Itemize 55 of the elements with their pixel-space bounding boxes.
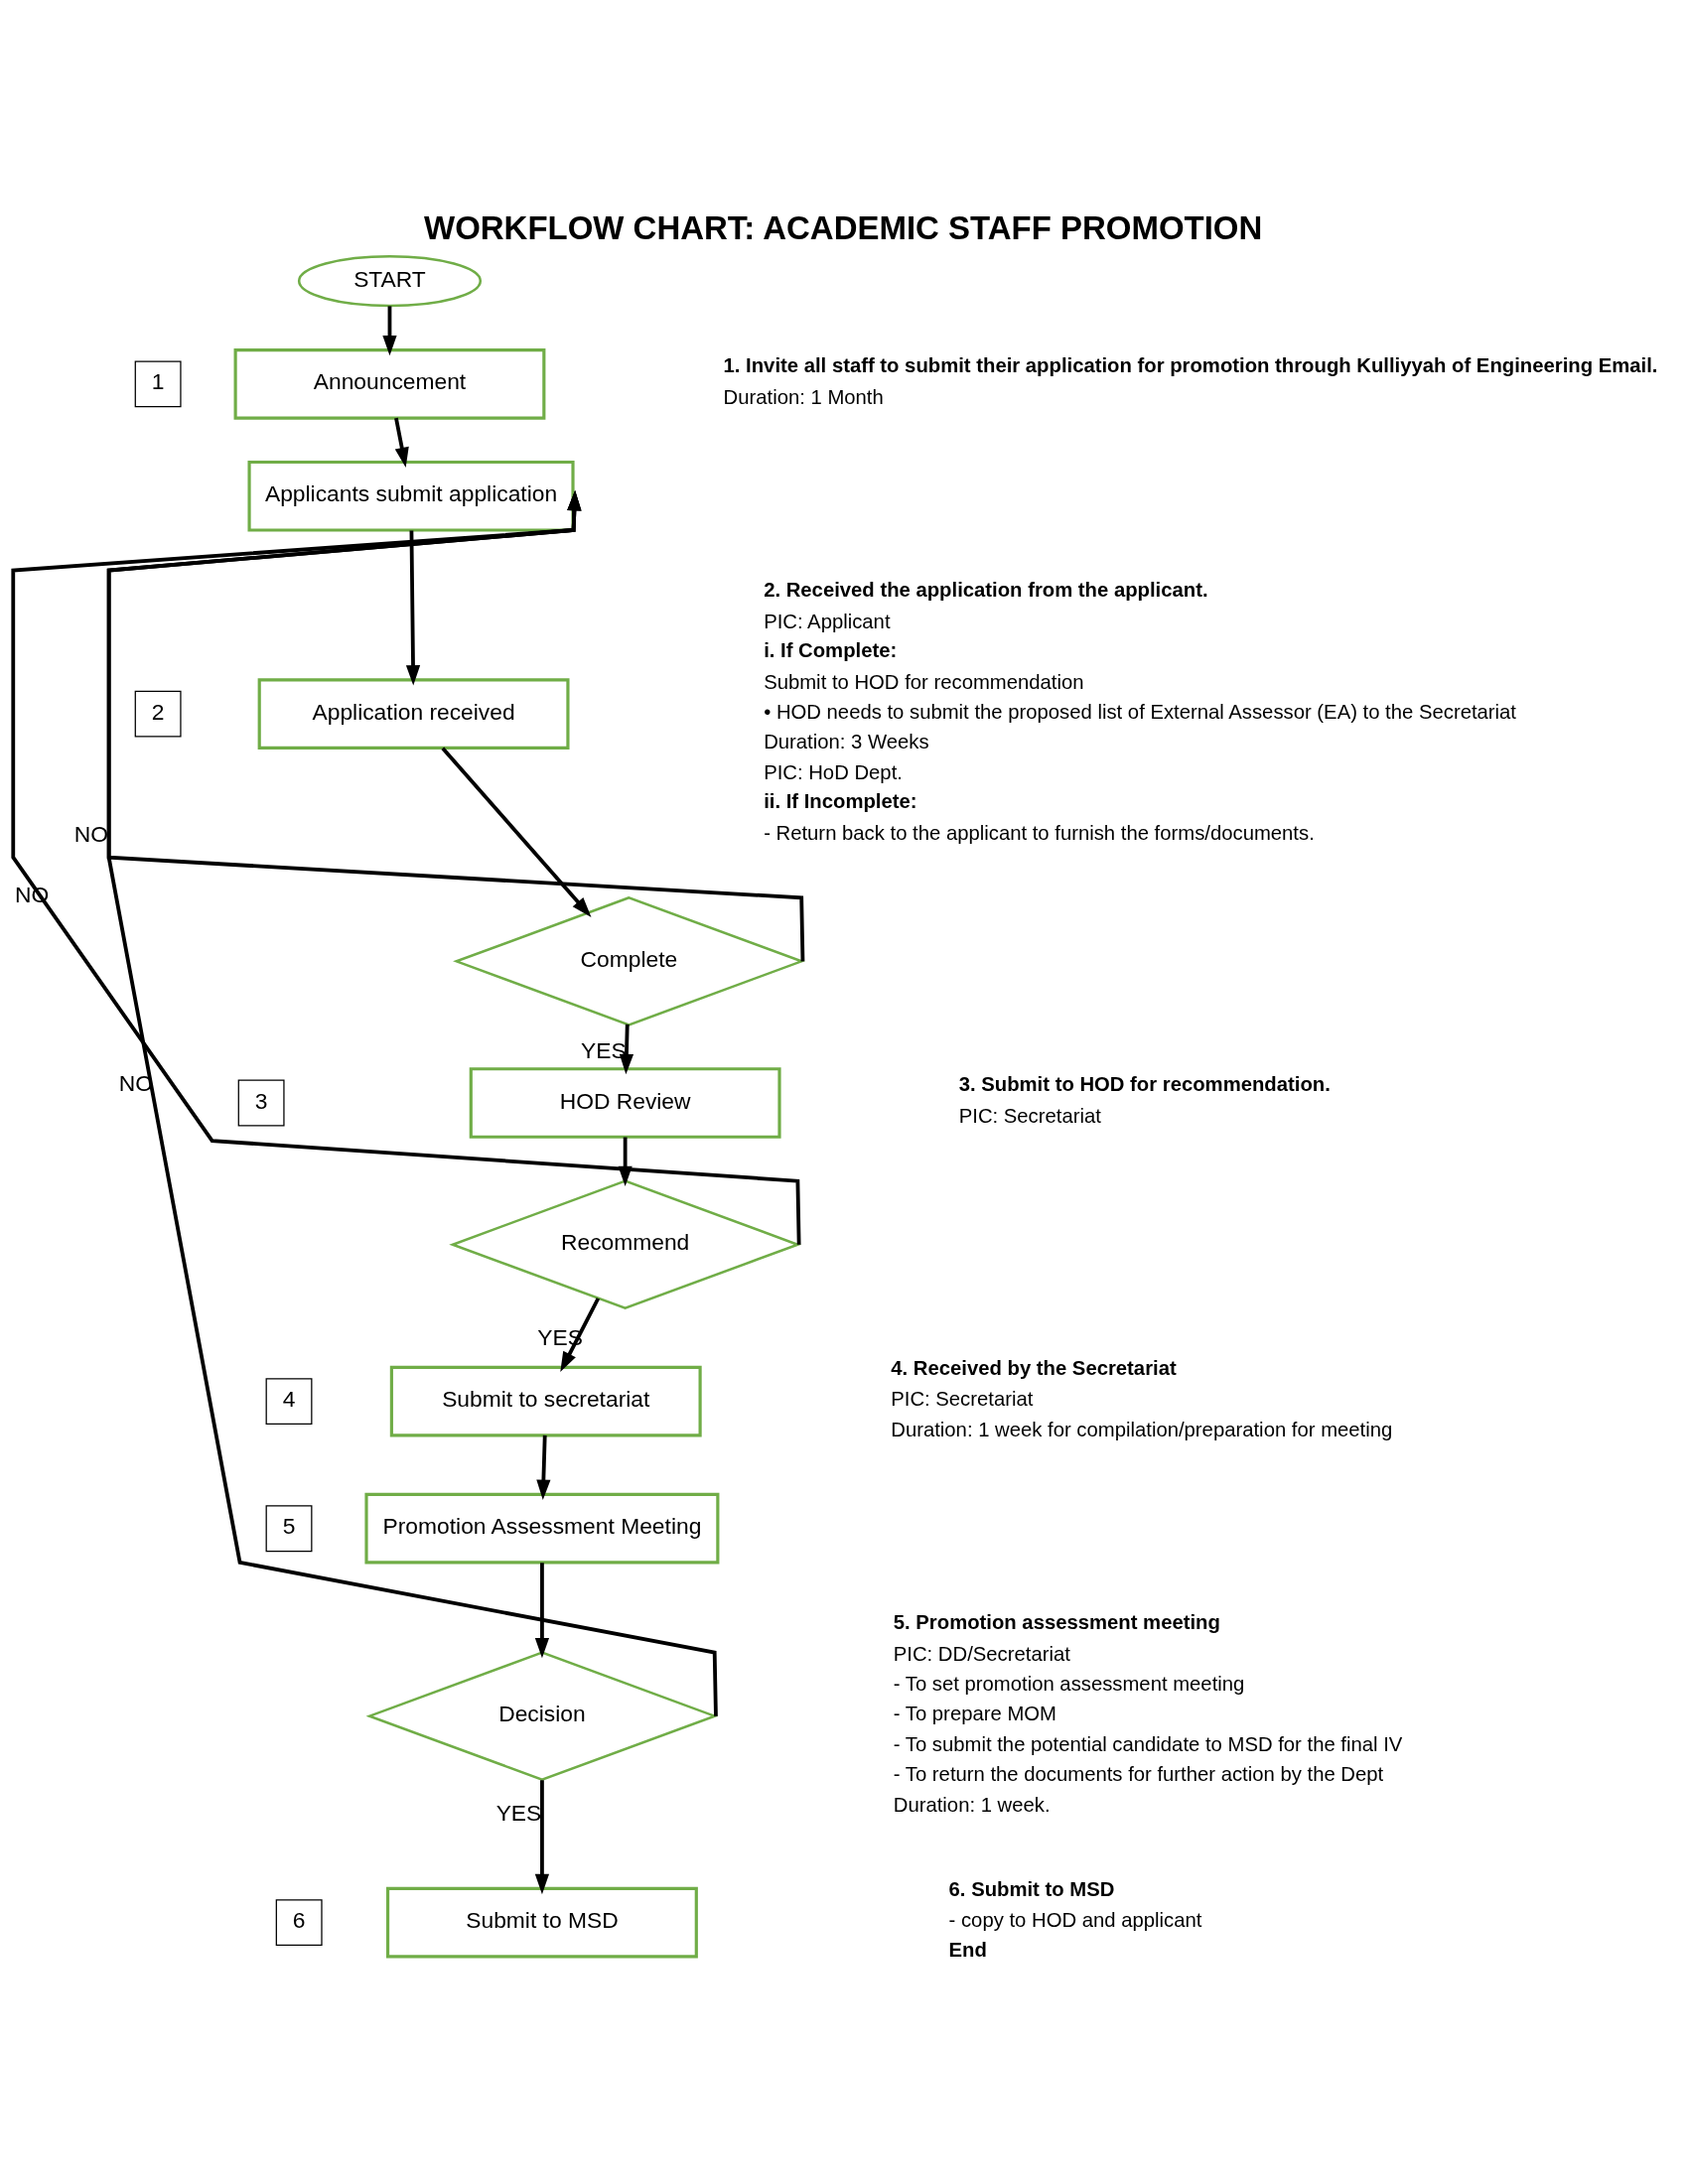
node-box: HOD Review	[469, 1066, 781, 1139]
label: Submit to HOD for recommendation	[764, 670, 1084, 693]
arrow	[405, 529, 421, 686]
edge-label: YES	[495, 1799, 542, 1826]
label: PIC: Applicant	[764, 610, 891, 632]
arrow	[534, 1779, 550, 1894]
label: 2. Received the application from the applicant.	[764, 578, 1208, 601]
node-box: Announcement	[233, 347, 546, 420]
label: - Return back to the applicant to furnish the forms/documents.	[764, 821, 1315, 844]
node-box: Submit to secretariat	[389, 1365, 702, 1436]
label: • HOD needs to submit the proposed list of External Assessor (EA) to the Secretariat	[764, 700, 1517, 723]
node-box: 5	[265, 1504, 313, 1552]
label: - To prepare MOM	[893, 1702, 1056, 1724]
arrow	[394, 417, 409, 468]
label: - To set promotion assessment meeting	[893, 1672, 1245, 1695]
label: - To return the documents for further action by the Dept	[893, 1762, 1384, 1785]
node-box: 1	[134, 359, 182, 407]
label: ii. If Incomplete:	[764, 789, 917, 812]
node-ellipse: START	[297, 254, 483, 307]
label: PIC: HoD Dept.	[764, 760, 903, 783]
node-box: Application received	[257, 677, 570, 750]
label: Duration: 1 Month	[723, 385, 884, 408]
label: 3. Submit to HOD for recommendation.	[958, 1072, 1331, 1095]
node-diamond: Recommend	[449, 1178, 802, 1309]
diagram-title: WORKFLOW CHART: ACADEMIC STAFF PROMOTION	[424, 208, 1263, 246]
label: - To submit the potential candidate to MSD for the final IV	[893, 1732, 1403, 1755]
label: - copy to HOD and applicant	[948, 1908, 1202, 1931]
arrow	[11, 489, 801, 1245]
label: 1. Invite all staff to submit their application for promotion through Kulliyyah of Engineering Email.	[723, 353, 1658, 376]
arrow	[534, 1562, 550, 1658]
label: i. If Complete:	[764, 638, 898, 661]
arrow	[619, 1024, 634, 1074]
node-diamond: Decision	[365, 1650, 719, 1781]
node-box: 3	[237, 1079, 285, 1126]
label: Duration: 3 Weeks	[764, 730, 929, 752]
label: PIC: DD/Secretariat	[893, 1642, 1070, 1665]
arrow	[441, 746, 592, 917]
label: 5. Promotion assessment meeting	[893, 1610, 1220, 1633]
node-box: Applicants submit application	[247, 460, 575, 532]
label: PIC: Secretariat	[958, 1104, 1101, 1127]
label: Duration: 1 week for compilation/preparation for meeting	[891, 1418, 1393, 1440]
node-box: Promotion Assessment Meeting	[364, 1492, 720, 1565]
node-box: 2	[134, 690, 182, 738]
edge-label: NO	[73, 820, 109, 847]
label: 4. Received by the Secretariat	[891, 1356, 1177, 1379]
label: Duration: 1 week.	[893, 1793, 1051, 1816]
arrow	[382, 305, 397, 355]
arrow	[536, 1434, 551, 1500]
arrow	[106, 489, 718, 1716]
label: End	[948, 1938, 987, 1961]
node-box: Submit to MSD	[386, 1886, 698, 1958]
label: PIC: Secretariat	[891, 1387, 1034, 1410]
label: 6. Submit to MSD	[948, 1877, 1115, 1900]
node-box: 4	[265, 1377, 313, 1425]
node-box: 6	[275, 1898, 323, 1946]
